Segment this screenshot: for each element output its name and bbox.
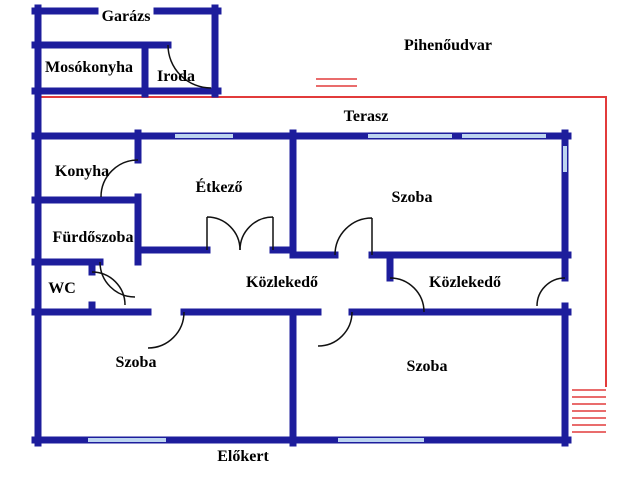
- room-label-kozlekedo-kozponti: Közlekedő: [246, 274, 318, 291]
- room-label-iroda: Iroda: [157, 68, 195, 85]
- stairs-mark: [572, 389, 606, 433]
- room-label-szoba-felso: Szoba: [391, 189, 433, 206]
- door-arc-iroda: [167, 44, 212, 89]
- door-arc-etkezo-left: [206, 216, 241, 251]
- room-label-kozlekedo-jobb: Közlekedő: [429, 274, 501, 291]
- doors-layer: [91, 44, 566, 349]
- door-arc-wc: [91, 271, 126, 306]
- room-label-szoba-jobb-also: Szoba: [406, 358, 448, 375]
- door-arc-szoba-bal: [147, 311, 185, 349]
- room-label-garazs: Garázs: [101, 8, 151, 25]
- room-label-elokert: Előkert: [217, 448, 269, 465]
- room-label-etkezo: Étkező: [195, 179, 243, 196]
- room-label-pihenoudvar: Pihenőudvar: [403, 37, 493, 54]
- door-arc-szoba-felso: [334, 217, 373, 256]
- gate-mark: [316, 78, 357, 87]
- door-arc-exterior: [536, 277, 566, 307]
- door-arc-kozlekedo: [389, 277, 425, 313]
- door-arc-etkezo-right: [239, 216, 274, 251]
- room-label-mosokonyha: Mosókonyha: [44, 59, 134, 76]
- door-arc-konyha: [100, 159, 139, 198]
- windows-layer: [88, 134, 567, 442]
- room-label-konyha: Konyha: [54, 163, 110, 180]
- fence-line: [38, 96, 607, 387]
- room-label-wc: WC: [48, 280, 76, 297]
- room-label-terasz: Terasz: [343, 108, 389, 125]
- door-arc-szoba-jobb: [317, 311, 353, 347]
- boundary-layer: [38, 78, 607, 433]
- room-label-furdoszoba: Fürdőszoba: [52, 229, 134, 246]
- door-arc-furdoszoba: [99, 261, 136, 298]
- room-label-szoba-bal-also: Szoba: [115, 354, 157, 371]
